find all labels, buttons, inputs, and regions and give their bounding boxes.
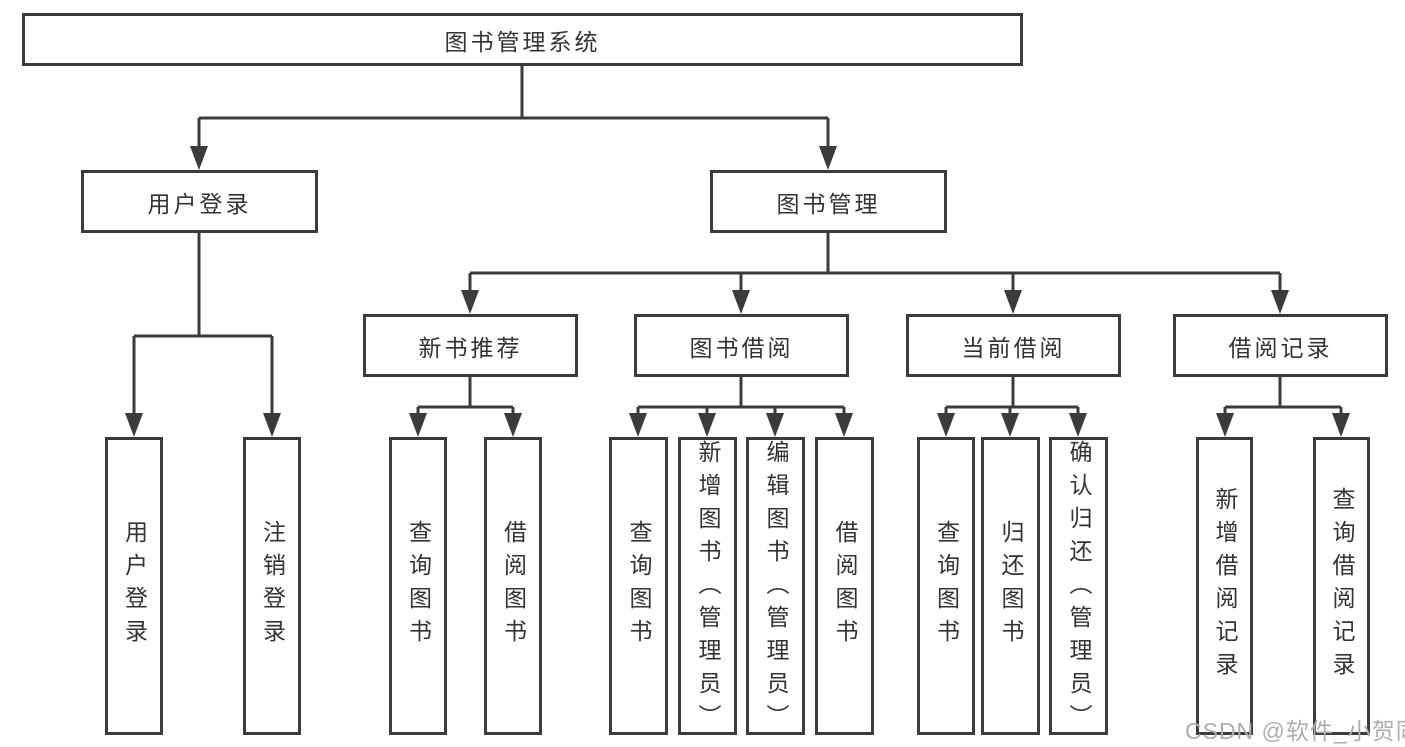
node-book-borrow: 图书借阅 — [634, 314, 849, 377]
connector-management-to-level3 — [468, 233, 1282, 292]
arrowhead — [698, 413, 716, 437]
connector-current-borrow-branch — [944, 377, 1080, 415]
node-leaf-logout-label: 注销登录 — [259, 520, 286, 652]
connector-user-login-branch — [132, 233, 274, 415]
arrowhead — [819, 146, 837, 170]
node-leaf-borrow-books: 借阅图书 — [815, 437, 874, 735]
node-leaf-user-login: 用户登录 — [105, 437, 163, 735]
node-library-system-label: 图书管理系统 — [444, 28, 601, 55]
arrowhead — [263, 413, 281, 437]
node-leaf-edit-books-admin: 编辑图书（管理员） — [746, 437, 805, 737]
arrowhead — [409, 413, 427, 437]
node-leaf-query-borrow-record-label: 查询借阅记录 — [1329, 487, 1355, 685]
node-leaf-query-books-recommend: 查询图书 — [389, 437, 447, 735]
node-leaf-borrow-books-recommend: 借阅图书 — [484, 437, 542, 735]
node-leaf-return-books-label: 归还图书 — [998, 520, 1024, 652]
arrowhead — [629, 413, 647, 437]
connector-new-book-branch — [416, 377, 515, 415]
node-borrow-records: 借阅记录 — [1173, 314, 1388, 377]
node-leaf-logout: 注销登录 — [243, 437, 301, 735]
node-borrow-records-label: 借阅记录 — [1228, 334, 1333, 361]
node-leaf-query-books-borrow-label: 查询图书 — [626, 520, 652, 652]
node-leaf-borrow-books-label: 借阅图书 — [832, 520, 858, 652]
arrowhead — [1332, 413, 1350, 437]
arrowhead — [937, 413, 955, 437]
node-new-book-recommend: 新书推荐 — [363, 314, 578, 377]
connector-borrow-records-branch — [1223, 377, 1343, 415]
arrowhead — [125, 413, 143, 437]
arrowhead — [1216, 413, 1234, 437]
watermark: CSDN @软件_小贺同学 — [1185, 718, 1405, 744]
arrowheads — [125, 146, 1350, 437]
arrowhead — [1001, 413, 1019, 437]
node-current-borrow-label: 当前借阅 — [961, 334, 1066, 361]
node-leaf-query-books-recommend-label: 查询图书 — [405, 520, 432, 652]
arrowhead — [766, 413, 784, 437]
connector-book-borrow-branch — [636, 377, 846, 415]
node-user-login: 用户登录 — [81, 170, 318, 233]
node-leaf-edit-books-admin-label: 编辑图书（管理员） — [763, 440, 789, 737]
arrowhead — [1069, 413, 1087, 437]
arrowhead — [504, 413, 522, 437]
node-book-management: 图书管理 — [710, 170, 947, 233]
node-leaf-query-borrow-record: 查询借阅记录 — [1313, 437, 1370, 735]
arrowhead — [1271, 290, 1289, 314]
node-library-system: 图书管理系统 — [22, 13, 1023, 66]
node-current-borrow: 当前借阅 — [906, 314, 1121, 377]
arrowhead — [732, 290, 750, 314]
node-book-borrow-label: 图书借阅 — [689, 334, 794, 361]
connector-root-to-level2 — [197, 66, 830, 150]
arrowhead — [461, 290, 479, 314]
node-leaf-borrow-books-recommend-label: 借阅图书 — [500, 520, 527, 652]
node-leaf-add-books-admin: 新增图书（管理员） — [678, 437, 737, 737]
arrowhead — [190, 146, 208, 170]
node-leaf-query-books-current: 查询图书 — [917, 437, 975, 735]
node-leaf-user-login-label: 用户登录 — [121, 520, 148, 652]
node-leaf-confirm-return-admin: 确认归还（管理员） — [1049, 437, 1108, 737]
node-user-login-label: 用户登录 — [147, 190, 252, 217]
node-book-management-label: 图书管理 — [776, 190, 881, 217]
node-leaf-return-books: 归还图书 — [981, 437, 1040, 735]
node-leaf-add-books-admin-label: 新增图书（管理员） — [695, 440, 721, 737]
node-leaf-confirm-return-admin-label: 确认归还（管理员） — [1066, 440, 1092, 737]
node-new-book-recommend-label: 新书推荐 — [418, 334, 523, 361]
node-leaf-query-books-borrow: 查询图书 — [609, 437, 668, 735]
arrowhead — [1004, 290, 1022, 314]
node-leaf-add-borrow-record-label: 新增借阅记录 — [1212, 487, 1238, 685]
node-leaf-query-books-current-label: 查询图书 — [933, 520, 960, 652]
arrowhead — [835, 413, 853, 437]
node-leaf-add-borrow-record: 新增借阅记录 — [1196, 437, 1253, 735]
